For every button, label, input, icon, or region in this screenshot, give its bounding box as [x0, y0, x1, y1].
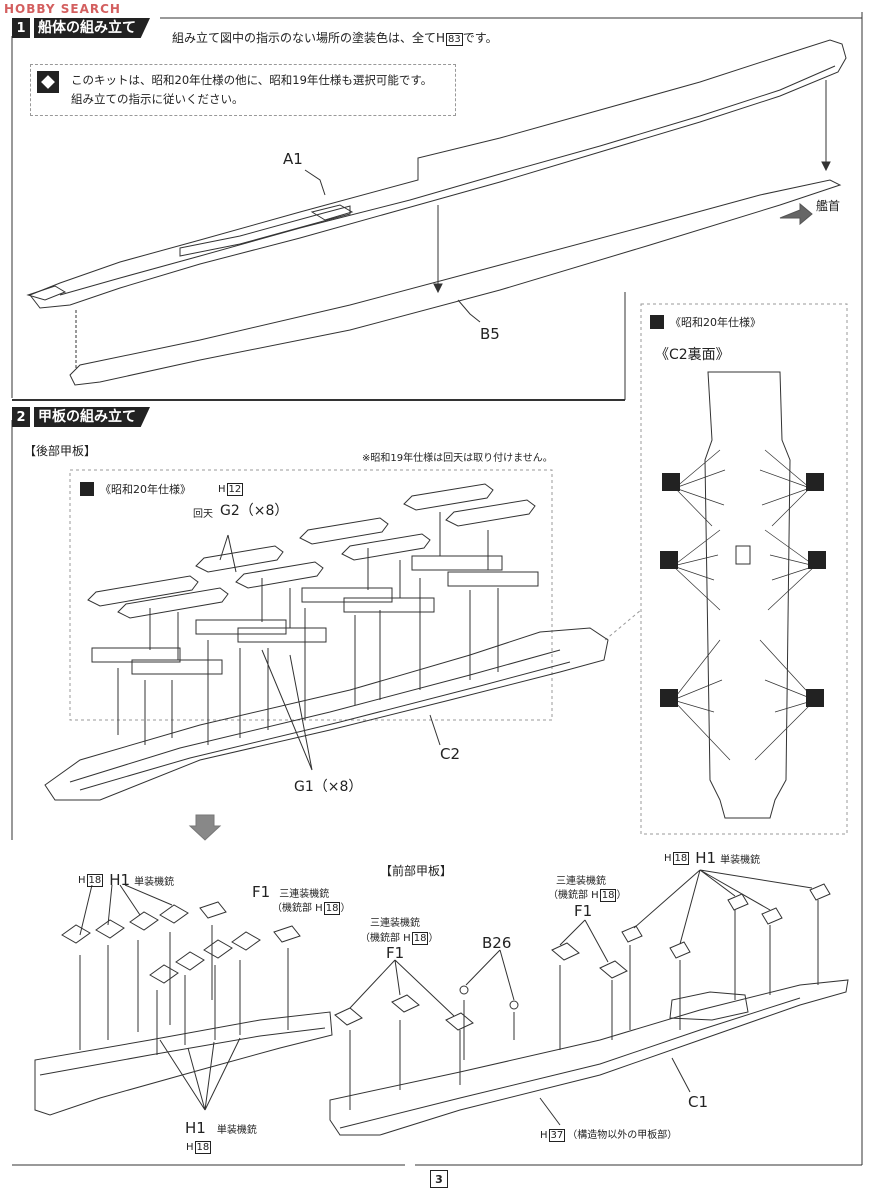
part-label-h1: H1: [695, 849, 717, 867]
part-label-g1: G1（×8）: [294, 779, 363, 795]
section2-title: 甲板の組み立て: [34, 407, 150, 427]
kaiten-label: 回天: [193, 509, 213, 520]
section2-variant-label: 《昭和20年仕様》: [100, 483, 191, 496]
part-label-f1: F1: [386, 944, 405, 962]
paint-note-pre: 組み立て図中の指示のない場所の塗装色は、全てH: [172, 31, 446, 45]
variant-info-box: このキットは、昭和20年仕様の他に、昭和19年仕様も選択可能です。 組み立ての指…: [30, 64, 456, 116]
variant-icon: [80, 482, 94, 496]
bow-label: 艦首: [816, 199, 841, 213]
f1-group-rear: F1 三連装機銃: [252, 882, 329, 901]
page-number: 3: [430, 1170, 448, 1188]
variant-icon: [37, 71, 59, 93]
part-label-f1: F1: [252, 883, 271, 901]
glue-point-icon: [660, 689, 678, 707]
part-label-c1: C1: [688, 1093, 709, 1111]
glue-point-icon: [662, 473, 680, 491]
part-label-a1: A1: [283, 150, 303, 168]
section2-header: 2 甲板の組み立て: [12, 406, 150, 428]
single-mg-label: 単装機銃: [216, 1125, 257, 1136]
single-mg-label: 単装機銃: [720, 854, 761, 866]
single-mg-label: 単装機銃: [134, 876, 175, 888]
section1-number: 1: [12, 18, 30, 38]
part-label-b5: B5: [480, 325, 500, 343]
triple-mg-label: 三連装機銃: [370, 918, 420, 929]
part-label-f1: F1: [574, 902, 593, 920]
section2-number: 2: [12, 407, 30, 427]
part-label-h1: H1: [185, 1119, 206, 1137]
c2-panel-variant: 《昭和20年仕様》: [650, 314, 761, 330]
triple-mg-label: 三連装機銃: [279, 889, 330, 900]
glue-point-icon: [806, 473, 824, 491]
part-label-b26: B26: [482, 934, 512, 952]
variant-info-line2: 組み立ての指示に従いください。: [71, 92, 244, 106]
watermark-logo: HOBBY SEARCH: [4, 2, 121, 16]
part-label-g2: G2（×8）: [220, 503, 289, 519]
glue-point-icon: [660, 551, 678, 569]
c2-panel-title: 《C2裏面》: [655, 347, 730, 363]
glue-point-icon: [808, 551, 826, 569]
c2-panel-variant-label: 《昭和20年仕様》: [670, 316, 761, 329]
part-label-h1: H1: [109, 871, 131, 889]
glue-point-icon: [806, 689, 824, 707]
triple-mg-label: 三連装機銃: [556, 876, 606, 887]
watermark-text: HOBBY SEARCH: [4, 2, 121, 16]
section2-variant: 《昭和20年仕様》: [80, 481, 191, 497]
section1-header: 1 船体の組み立て: [12, 17, 150, 39]
paint-note-code: 83: [446, 33, 463, 46]
paint-note-post: です。: [462, 31, 498, 45]
front-deck-label: 【前部甲板】: [380, 864, 453, 878]
note-1944: ※昭和19年仕様は回天は取り付けません。: [362, 453, 553, 464]
variant-info-line1: このキットは、昭和20年仕様の他に、昭和19年仕様も選択可能です。: [71, 73, 433, 87]
part-label-c2: C2: [440, 745, 461, 763]
h1-group-bottomleft: H1 単装機銃: [185, 1118, 257, 1137]
variant-icon: [650, 315, 664, 329]
rear-deck-label: 【後部甲板】: [24, 444, 97, 458]
section1-title: 船体の組み立て: [34, 18, 150, 38]
